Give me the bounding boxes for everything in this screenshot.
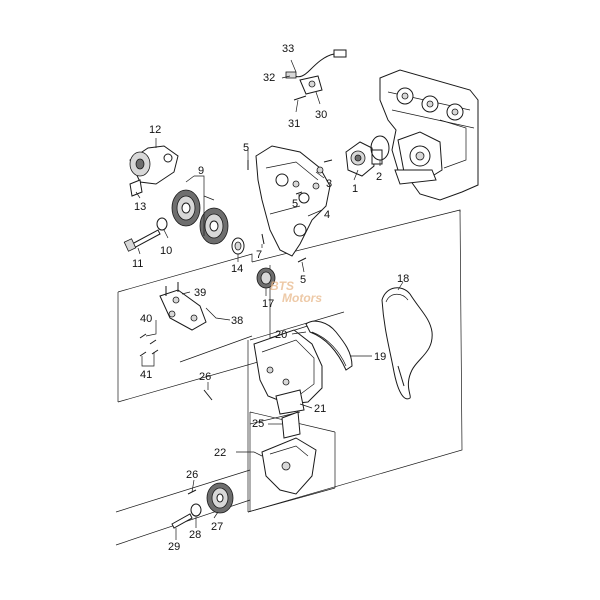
callout-17: 17 (262, 298, 274, 310)
bolts (203, 159, 333, 401)
callout-39: 39 (194, 287, 206, 299)
camshaft-gears (171, 189, 229, 245)
callout-20: 20 (275, 329, 287, 341)
callout-5-top: 5 (243, 142, 249, 154)
callout-13: 13 (134, 201, 146, 213)
callout-30: 30 (315, 109, 327, 121)
washer-and-bolt (123, 217, 168, 252)
crank-pulley (171, 482, 234, 529)
callout-32: 32 (263, 72, 275, 84)
callout-41: 41 (140, 369, 152, 381)
callout-22: 22 (214, 447, 226, 459)
callout-31: 31 (288, 118, 300, 130)
callout-12: 12 (149, 124, 161, 136)
camshaft-sensor (285, 49, 347, 101)
callout-7: 7 (256, 249, 262, 261)
callout-21: 21 (314, 403, 326, 415)
watermark-line2: Motors (282, 291, 322, 305)
callout-28: 28 (189, 529, 201, 541)
engine-block (379, 69, 479, 201)
lower-cover (261, 411, 317, 495)
callout-11: 11 (132, 258, 143, 270)
callout-26-top: 26 (199, 371, 211, 383)
callout-25: 25 (252, 418, 264, 430)
water-pump (345, 141, 383, 177)
upper-cover (305, 320, 353, 371)
callout-1: 1 (352, 183, 358, 195)
callout-29: 29 (168, 541, 180, 553)
callout-19: 19 (374, 351, 386, 363)
callout-14: 14 (231, 263, 243, 275)
timing-belt (381, 287, 433, 400)
rear-timing-cover (255, 145, 331, 257)
callout-5-mid: 5 (292, 198, 298, 210)
callout-27: 27 (211, 521, 223, 533)
callout-3: 3 (326, 178, 332, 190)
callout-10: 10 (160, 245, 172, 257)
tensioner-assembly (129, 145, 179, 197)
callout-33: 33 (282, 43, 294, 55)
callout-26-bottom: 26 (186, 469, 198, 481)
callout-40: 40 (140, 313, 152, 325)
callout-38: 38 (231, 315, 243, 327)
callout-labels: 33 32 31 30 12 5 3 1 2 9 5 4 13 10 11 7 … (132, 43, 409, 553)
callout-4: 4 (324, 209, 330, 221)
callout-18: 18 (397, 273, 409, 285)
leader-lines (135, 59, 404, 540)
crankshaft-sprocket (256, 267, 276, 289)
tensioner-bracket (139, 282, 207, 357)
watermark: BTS Motors (270, 279, 322, 305)
callout-5-low: 5 (300, 274, 306, 286)
idler-pulley (231, 237, 245, 255)
watermark-line1: BTS (270, 279, 294, 293)
callout-2: 2 (376, 171, 382, 183)
callout-9: 9 (198, 165, 204, 177)
middle-cover (253, 329, 323, 415)
